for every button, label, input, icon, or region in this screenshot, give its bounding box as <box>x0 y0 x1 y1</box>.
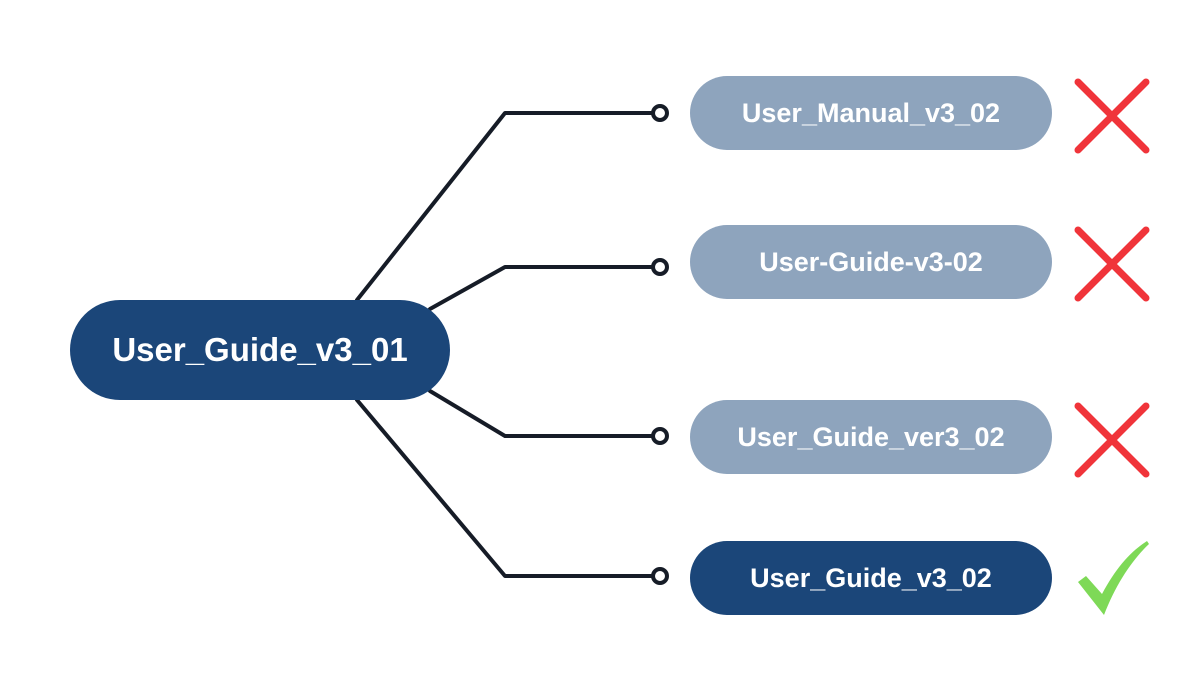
connector-line-4 <box>355 398 654 578</box>
source-file-label: User_Guide_v3_01 <box>112 331 408 368</box>
connector-endpoint-2 <box>651 258 669 276</box>
connector-endpoint-1 <box>651 104 669 122</box>
option-node-4: User_Guide_v3_02 <box>690 541 1052 615</box>
option-label-3: User_Guide_ver3_02 <box>737 421 1005 452</box>
cross-icon <box>1074 226 1150 302</box>
source-file-node: User_Guide_v3_01 <box>70 300 450 400</box>
checkmark-icon <box>1078 541 1149 615</box>
connector-endpoint-4 <box>651 567 669 585</box>
option-label-4: User_Guide_v3_02 <box>750 562 992 593</box>
option-label-1: User_Manual_v3_02 <box>741 97 1001 128</box>
cross-icon <box>1074 78 1150 154</box>
connector-line-1 <box>355 111 654 302</box>
option-node-2: User-Guide-v3-02 <box>690 225 1052 299</box>
cross-icon <box>1074 402 1150 478</box>
connector-line-2 <box>428 265 654 311</box>
connector-line-3 <box>428 389 654 438</box>
option-label-2: User-Guide-v3-02 <box>759 246 983 277</box>
connector-endpoint-3 <box>651 427 669 445</box>
option-node-3: User_Guide_ver3_02 <box>690 400 1052 474</box>
option-node-1: User_Manual_v3_02 <box>690 76 1052 150</box>
